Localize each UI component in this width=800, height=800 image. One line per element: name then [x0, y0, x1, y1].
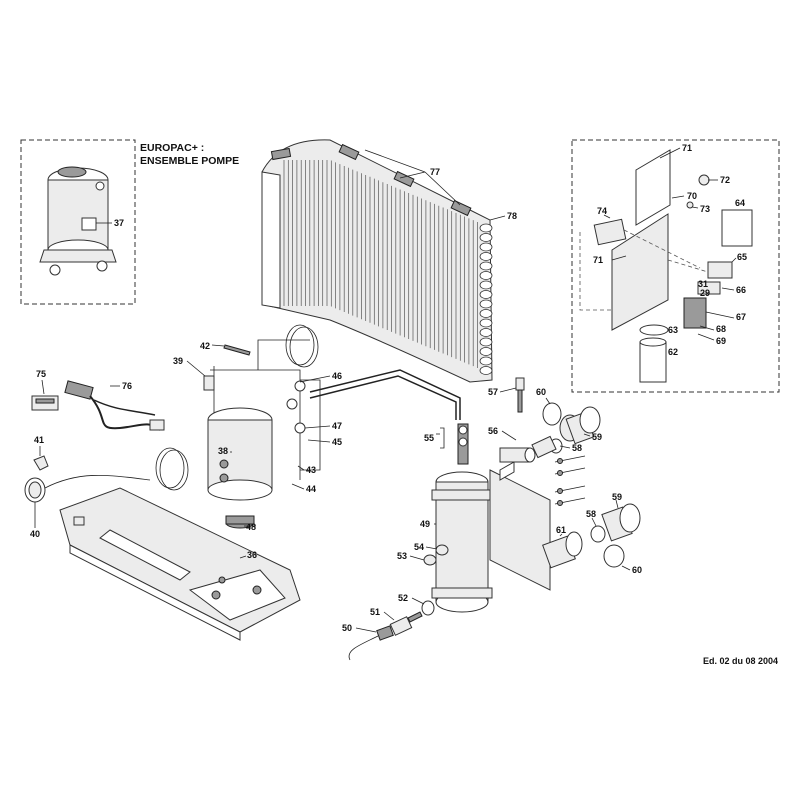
- callout-60-lower: 60: [632, 565, 642, 575]
- callout-76: 76: [122, 381, 132, 391]
- condenser-coil: [261, 139, 493, 383]
- part-57-sensor-probe: [515, 377, 525, 413]
- part-75-connector: [31, 395, 59, 411]
- callout-73: 73: [700, 204, 710, 214]
- union-lower: [542, 503, 641, 569]
- callout-78: 78: [507, 211, 517, 221]
- coil-return-bend: [479, 271, 493, 280]
- coil-return-bend: [479, 366, 493, 375]
- coil-fins: [283, 160, 478, 368]
- part-50-probe-cable: [348, 625, 394, 661]
- insert-title-line2: ENSEMBLE POMPE: [140, 155, 239, 167]
- callout-51: 51: [370, 607, 380, 617]
- callout-58-lower: 58: [586, 509, 596, 519]
- mounting-bolts: [554, 455, 586, 506]
- coil-return-bend: [479, 347, 493, 356]
- base-pan: [59, 487, 301, 641]
- callout-63: 63: [668, 325, 678, 335]
- callout-61: 61: [556, 525, 566, 535]
- callout-52: 52: [398, 593, 408, 603]
- callout-69: 69: [716, 336, 726, 346]
- callout-57: 57: [488, 387, 498, 397]
- callout-60-upper: 60: [536, 387, 546, 397]
- callout-62: 62: [668, 347, 678, 357]
- coil-return-bend: [479, 280, 493, 290]
- insert-title-line1: EUROPAC+ :: [140, 142, 204, 154]
- callout-74: 74: [597, 206, 607, 216]
- callout-71-bottom: 71: [593, 255, 603, 265]
- part-40-sensor: [24, 474, 151, 503]
- callout-66: 66: [736, 285, 746, 295]
- coil-return-bend: [479, 233, 493, 242]
- coil-return-bend: [479, 261, 493, 271]
- callout-75: 75: [36, 369, 46, 379]
- insert-electrical-box: [571, 139, 780, 393]
- callout-38: 38: [218, 446, 228, 456]
- part-52-gasket: [421, 600, 435, 616]
- callout-56: 56: [488, 426, 498, 436]
- callout-59-lower: 59: [612, 492, 622, 502]
- callout-45: 45: [332, 437, 342, 447]
- coil-return-bend: [479, 309, 493, 318]
- callout-39: 39: [173, 356, 183, 366]
- edition-stamp: Ed. 02 du 08 2004: [703, 656, 778, 666]
- callout-77: 77: [430, 167, 440, 177]
- coil-return-bend: [479, 356, 493, 366]
- callout-65: 65: [737, 252, 747, 262]
- heat-exchanger: [431, 423, 551, 613]
- coil-return-bend: [479, 290, 493, 299]
- callout-48: 48: [246, 522, 256, 532]
- callout-41: 41: [34, 435, 44, 445]
- callout-67: 67: [736, 312, 746, 322]
- part-53-drain: [423, 554, 437, 566]
- callout-42: 42: [200, 341, 210, 351]
- compressor-assembly: [207, 339, 321, 529]
- part-39-valve: [203, 375, 215, 391]
- part-41-bracket: [33, 455, 49, 471]
- callout-43: 43: [306, 465, 316, 475]
- coil-return-bend: [479, 223, 493, 233]
- callout-37: 37: [114, 218, 124, 228]
- callout-40: 40: [30, 529, 40, 539]
- callout-49: 49: [420, 519, 430, 529]
- callout-70: 70: [687, 191, 697, 201]
- callout-50: 50: [342, 623, 352, 633]
- coil-return-bend: [479, 337, 493, 347]
- callout-44: 44: [306, 484, 316, 494]
- callout-31: 31: [698, 279, 708, 289]
- callout-58-upper: 58: [572, 443, 582, 453]
- callout-29: 29: [700, 288, 710, 298]
- coiled-capillary-tubes: [155, 324, 319, 491]
- part-51-fitting: [389, 611, 423, 636]
- compressor-drawing: [39, 166, 117, 276]
- callout-71-top: 71: [682, 143, 692, 153]
- callout-47: 47: [332, 421, 342, 431]
- coil-return-bend: [479, 299, 493, 309]
- insert-compressor-box: 37: [20, 139, 136, 305]
- coil-return-bend: [479, 318, 493, 328]
- coil-return-bend: [479, 242, 493, 252]
- coil-return-bend: [479, 252, 493, 261]
- coil-return-bends: [479, 223, 493, 375]
- callout-68: 68: [716, 324, 726, 334]
- callout-46: 46: [332, 371, 342, 381]
- part-76-wiring-harness: [64, 380, 165, 431]
- part-42-probe: [223, 344, 251, 356]
- callout-53: 53: [397, 551, 407, 561]
- union-upper: [531, 402, 601, 459]
- callout-55: 55: [424, 433, 434, 443]
- callout-54: 54: [414, 542, 424, 552]
- coil-return-bend: [479, 328, 493, 337]
- callout-72: 72: [720, 175, 730, 185]
- part-54-plug: [435, 544, 449, 556]
- callout-64: 64: [735, 198, 745, 208]
- callout-59-upper: 59: [592, 432, 602, 442]
- callout-36: 36: [247, 550, 257, 560]
